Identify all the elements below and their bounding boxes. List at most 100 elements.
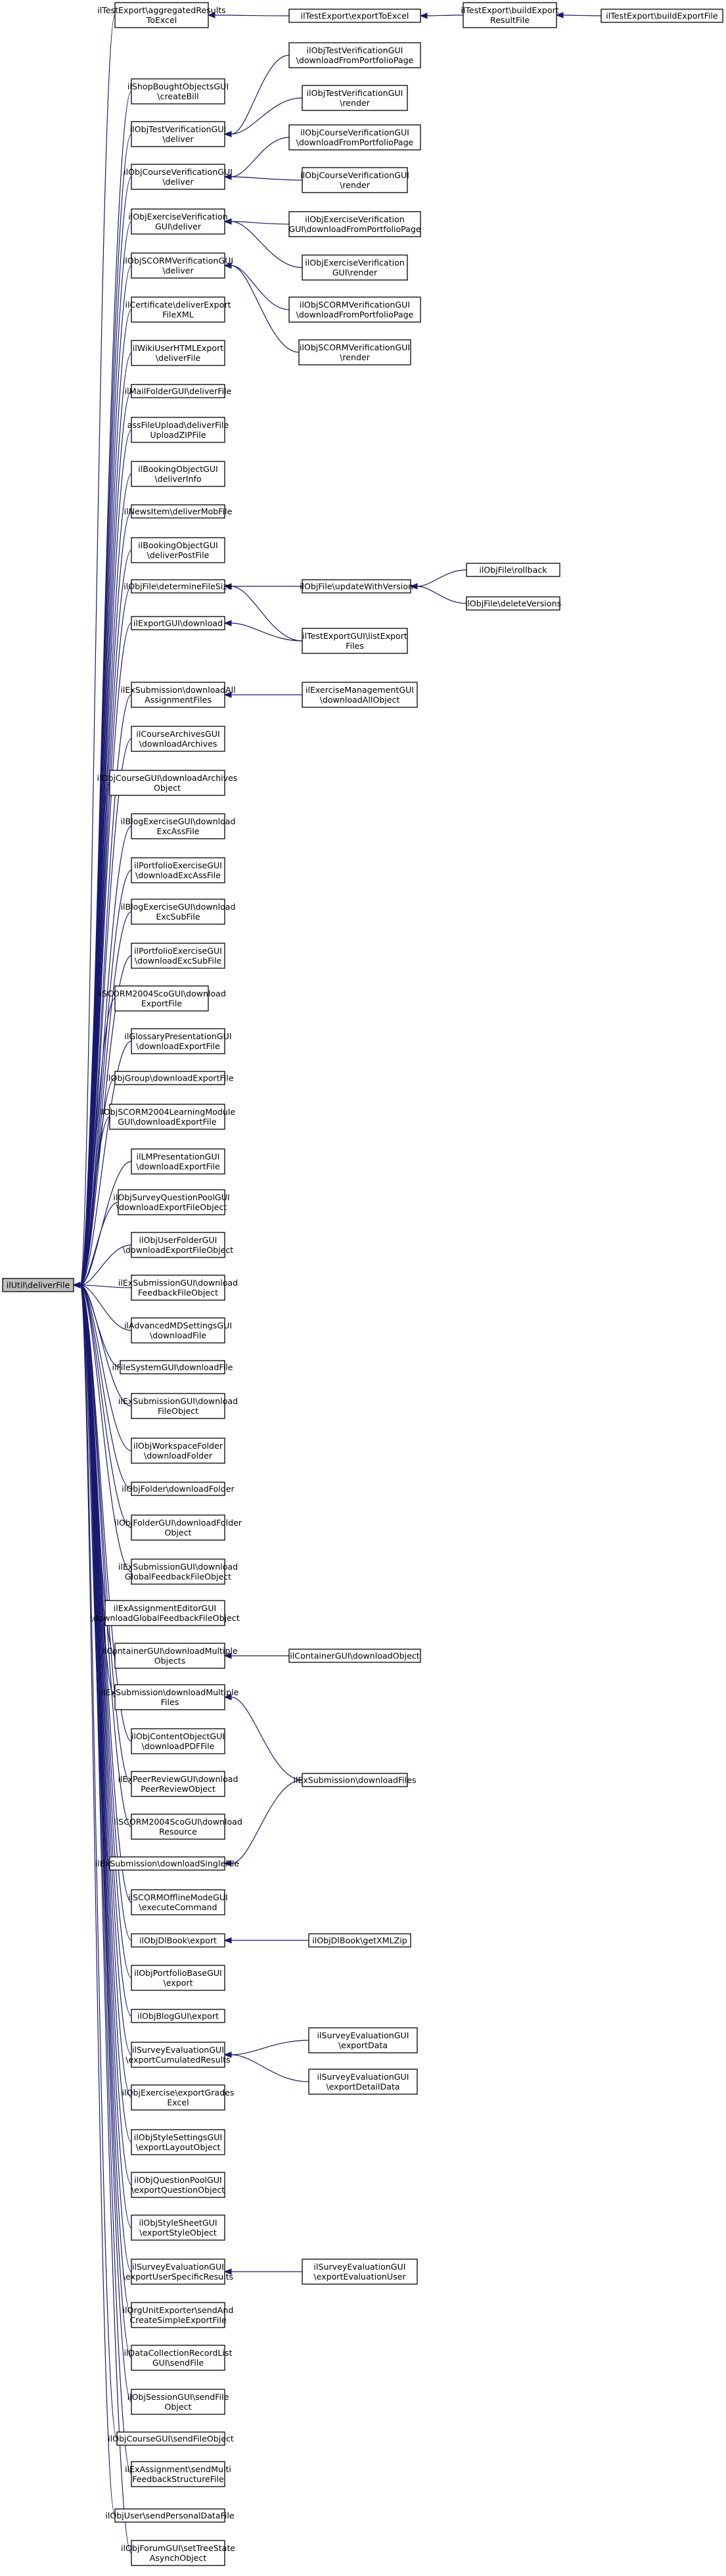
function-node[interactable]: ilObjSurveyQuestionPoolGUI\downloadExpor… <box>113 1189 230 1215</box>
node-label: \deliverPostFile <box>147 550 210 560</box>
function-node[interactable]: ilExSubmission\downloadSingleFile <box>95 1856 240 1871</box>
node-label: ilExSubmission\downloadMultiple <box>101 1687 239 1697</box>
function-node[interactable]: ilSurveyEvaluationGUI\exportEvaluationUs… <box>302 2259 418 2285</box>
function-node[interactable]: ilExPeerReviewGUI\downloadPeerReviewObje… <box>118 1771 238 1797</box>
function-node[interactable]: ilSCORMOfflineModeGUI\executeCommand <box>128 1889 228 1915</box>
function-node[interactable]: ilGlossaryPresentationGUI\downloadExport… <box>124 1028 232 1054</box>
function-node[interactable]: ilObjFile\updateWithVersion <box>300 579 413 594</box>
function-node[interactable]: ilSurveyEvaluationGUI\exportCumulatedRes… <box>125 2042 231 2068</box>
node-box <box>131 1482 225 1496</box>
function-node[interactable]: ilExSubmission\downloadFiles <box>293 1773 417 1787</box>
function-node[interactable]: ilExportGUI\download <box>131 616 225 630</box>
function-node[interactable]: ilObjTestVerificationGUI\downloadFromPor… <box>288 42 421 68</box>
node-label: ilSurveyEvaluationGUI <box>132 2262 224 2272</box>
node-label: \downloadArchives <box>139 739 217 749</box>
function-node[interactable]: ilTestExport\buildExportFile <box>601 9 723 23</box>
function-node[interactable]: ilObjCourseVerificationGUI\deliver <box>124 164 233 190</box>
function-node[interactable]: ilExAssignment\sendMultiFeedbackStructur… <box>125 2461 231 2487</box>
function-node[interactable]: ilObjUserFolderGUI\downloadExportFileObj… <box>123 1232 234 1258</box>
arrowhead <box>223 1937 232 1944</box>
function-node[interactable]: ilObjQuestionPoolGUI\exportQuestionObjec… <box>131 2172 225 2198</box>
function-node[interactable]: ilObjStyleSheetGUI\exportStyleObject <box>131 2214 225 2241</box>
function-node[interactable]: ilObjCourseVerificationGUI\render <box>300 167 409 193</box>
function-node[interactable]: ilObjSCORM2004LearningModuleGUI\download… <box>99 1104 235 1130</box>
function-node[interactable]: ilObjTestVerificationGUI\deliver <box>130 121 227 147</box>
function-node[interactable]: ilObjDlBook\getXMLZip <box>308 1933 411 1948</box>
function-node[interactable]: ilObjFile\deleteVersions <box>465 596 561 611</box>
root-node[interactable]: ilUtil\deliverFile <box>2 1278 74 1292</box>
function-node[interactable]: ilObjWorkspaceFolder\downloadFolder <box>131 1438 225 1464</box>
node-label: ilObjSurveyQuestionPoolGUI <box>113 1192 229 1202</box>
function-node[interactable]: ilObjPortfolioBaseGUI\export <box>131 1965 225 1991</box>
function-node[interactable]: ilBookingObjectGUI\deliverInfo <box>131 461 225 487</box>
node-label: ilObjQuestionPoolGUI <box>134 2175 221 2185</box>
node-box <box>131 2540 225 2566</box>
function-node[interactable]: ilObjExerciseVerificationGUI\downloadFro… <box>288 211 421 237</box>
function-node[interactable]: ilFileSystemGUI\downloadFile <box>112 1360 233 1374</box>
node-label: ilObjFile\determineFileSize <box>124 582 233 592</box>
function-node[interactable]: ilBlogExerciseGUI\downloadExcSubFile <box>120 899 236 925</box>
function-node[interactable]: ilSurveyEvaluationGUI\exportDetailData <box>308 2069 418 2095</box>
function-node[interactable]: ilObjContentObjectGUI\downloadPDFFile <box>131 1728 225 1754</box>
function-node[interactable]: ilObjFile\determineFileSize <box>124 579 233 594</box>
function-node[interactable]: ilSurveyEvaluationGUI\exportData <box>308 2027 418 2053</box>
function-node[interactable]: ilSurveyEvaluationGUI\exportUserSpecific… <box>123 2259 233 2285</box>
function-node[interactable]: ilPortfolioExerciseGUI\downloadExcSubFil… <box>131 943 225 969</box>
function-node[interactable]: ilObjSCORMVerificationGUI\downloadFromPo… <box>288 296 421 323</box>
function-node[interactable]: ilObjSCORMVerificationGUI\deliver <box>123 252 233 279</box>
function-node[interactable]: ilObjSCORMVerificationGUI\render <box>298 339 411 365</box>
function-node[interactable]: ilExSubmissionGUI\downloadGlobalFeedback… <box>118 1558 238 1585</box>
function-node[interactable]: ilObjTestVerificationGUI\render <box>302 85 408 111</box>
function-node[interactable]: ilObjCourseGUI\sendFileObject <box>108 2431 234 2446</box>
function-node[interactable]: ilPortfolioExerciseGUI\downloadExcAssFil… <box>131 857 225 883</box>
function-node[interactable]: ilObjDlBook\export <box>131 1933 225 1948</box>
function-node[interactable]: ilExAssignmentEditorGUI\downloadGlobalFe… <box>90 1600 240 1626</box>
function-node[interactable]: ilExerciseManagementGUI\downloadAllObjec… <box>302 682 418 708</box>
function-node[interactable]: ilExSubmission\downloadAllAssignmentFile… <box>120 682 236 708</box>
function-node[interactable]: ilNewsItem\deliverMobFile <box>124 504 233 519</box>
function-node[interactable]: ilExSubmissionGUI\downloadFeedbackFileOb… <box>118 1275 238 1301</box>
function-node[interactable]: ilBookingObjectGUI\deliverPostFile <box>131 537 225 563</box>
function-node[interactable]: ilCourseArchivesGUI\downloadArchives <box>131 726 225 752</box>
node-box <box>118 1189 225 1215</box>
function-node[interactable]: ilObjUser\sendPersonalDataFile <box>105 2508 235 2523</box>
function-node[interactable]: ilObjFile\rollback <box>466 563 560 577</box>
function-node[interactable]: ilBlogExerciseGUI\downloadExcAssFile <box>120 813 236 839</box>
function-node[interactable]: ilWikiUserHTMLExport\deliverFile <box>131 340 225 366</box>
function-node[interactable]: ilShopBoughtObjectsGUI\createBill <box>127 78 229 105</box>
function-node[interactable]: ilObjSessionGUI\sendFileObject <box>127 2389 229 2415</box>
node-label: Excel <box>167 2097 189 2107</box>
node-label: \render <box>340 180 371 190</box>
function-node[interactable]: ilObjFolder\downloadFolder <box>122 1482 235 1496</box>
call-edge <box>231 586 303 642</box>
function-node[interactable]: ilTestExport\exportToExcel <box>288 9 421 23</box>
function-node[interactable]: ilObjStyleSettingsGUI\exportLayoutObject <box>131 2129 225 2155</box>
function-node[interactable]: ilSCORM2004ScoGUI\downloadExportFile <box>97 985 226 1012</box>
function-node[interactable]: ilContainerGUI\downloadObject <box>288 1649 421 1663</box>
function-node[interactable]: ilLMPresentationGUI\downloadExportFile <box>131 1148 225 1175</box>
function-node[interactable]: ilAdvancedMDSettingsGUI\downloadFile <box>124 1317 232 1344</box>
arrowhead <box>223 1694 232 1700</box>
arrowhead <box>555 12 564 18</box>
function-node[interactable]: ilMailFolderGUI\deliverFile <box>125 384 232 398</box>
function-node[interactable]: ilObjGroup\downloadExportFile <box>106 1071 234 1085</box>
function-node[interactable]: ilOrgUnitExporter\sendAndCreateSimpleExp… <box>123 2302 234 2328</box>
function-node[interactable]: ilObjBlogGUI\export <box>131 2009 225 2023</box>
function-node[interactable]: ilObjCourseVerificationGUI\downloadFromP… <box>288 124 421 151</box>
